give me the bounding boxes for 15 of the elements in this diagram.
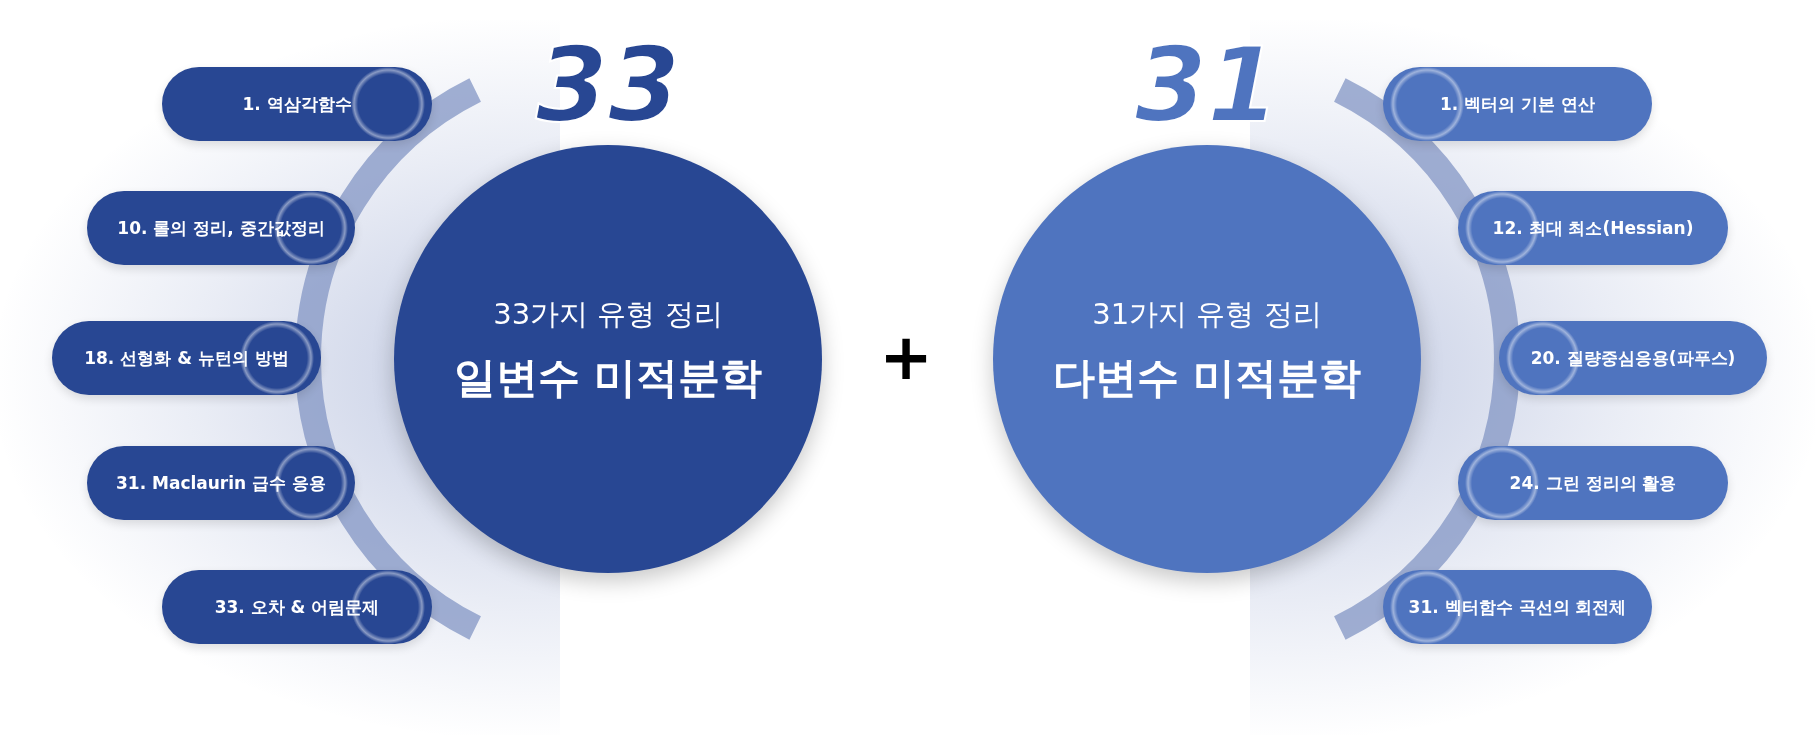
plus-sign: + xyxy=(878,325,934,389)
topic-pill: 10. 롤의 정리, 중간값정리 xyxy=(87,191,355,265)
topic-pill: 31. Maclaurin 급수 응용 xyxy=(87,446,355,520)
topic-pill: 31. 벡터함수 곡선의 회전체 xyxy=(1383,570,1652,644)
topic-pill: 24. 그린 정리의 활용 xyxy=(1458,446,1728,520)
topic-pill: 1. 벡터의 기본 연산 xyxy=(1383,67,1652,141)
subtitle: 33가지 유형 정리 xyxy=(492,296,724,333)
circle-title: 일변수 미적분학 xyxy=(452,352,764,404)
topic-pill: 18. 선형화 & 뉴턴의 방법 xyxy=(52,321,321,395)
circle-title: 다변수 미적분학 xyxy=(1051,352,1363,404)
topic-pill: 1. 역삼각함수 xyxy=(162,67,432,141)
topic-pill: 20. 질량중심응용(파푸스) xyxy=(1499,321,1767,395)
subtitle: 31가지 유형 정리 xyxy=(1091,296,1323,333)
topic-pill: 12. 최대 최소(Hessian) xyxy=(1458,191,1728,265)
topic-pill: 33. 오차 & 어림문제 xyxy=(162,570,432,644)
